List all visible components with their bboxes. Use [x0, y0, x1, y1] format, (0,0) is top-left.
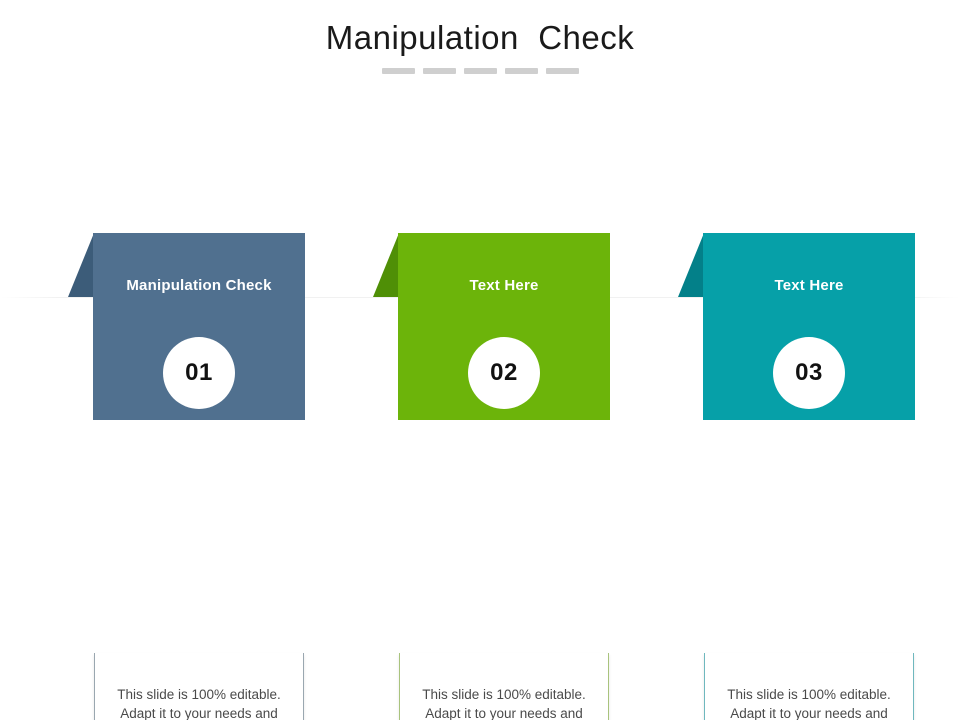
- ribbon-tail-icon: [678, 233, 704, 297]
- card-body-text-03: This slide is 100% editable. Adapt it to…: [727, 687, 891, 720]
- divider-dash: [381, 68, 415, 74]
- info-card-03[interactable]: Text Here 03 This slide is 100% editable…: [678, 233, 915, 720]
- card-body-01: This slide is 100% editable. Adapt it to…: [94, 653, 304, 720]
- ribbon-tail-icon: [68, 233, 94, 297]
- card-number-badge-01: 01: [163, 337, 235, 409]
- page-title: Manipulation Check: [325, 19, 635, 56]
- card-number-badge-03: 03: [773, 337, 845, 409]
- card-header-03: Text Here 03: [703, 233, 915, 420]
- title-block: Manipulation Check: [0, 18, 960, 74]
- card-body-02: This slide is 100% editable. Adapt it to…: [399, 653, 609, 720]
- ribbon-tail-icon: [373, 233, 399, 297]
- card-title-02: Text Here: [469, 277, 539, 294]
- title-divider: [0, 68, 960, 74]
- card-number-badge-02: 02: [468, 337, 540, 409]
- card-header-01: Manipulation Check 01: [93, 233, 305, 420]
- info-card-02[interactable]: Text Here 02 This slide is 100% editable…: [373, 233, 610, 720]
- divider-dash: [504, 68, 538, 74]
- card-body-text-01: This slide is 100% editable. Adapt it to…: [117, 687, 281, 720]
- card-body-text-02: This slide is 100% editable. Adapt it to…: [422, 687, 586, 720]
- divider-dash: [545, 68, 579, 74]
- card-body-03: This slide is 100% editable. Adapt it to…: [704, 653, 914, 720]
- card-title-03: Text Here: [774, 277, 844, 294]
- divider-dash: [422, 68, 456, 74]
- card-header-02: Text Here 02: [398, 233, 610, 420]
- card-title-01: Manipulation Check: [126, 277, 272, 294]
- divider-dash: [463, 68, 497, 74]
- info-card-01[interactable]: Manipulation Check 01 This slide is 100%…: [68, 233, 305, 720]
